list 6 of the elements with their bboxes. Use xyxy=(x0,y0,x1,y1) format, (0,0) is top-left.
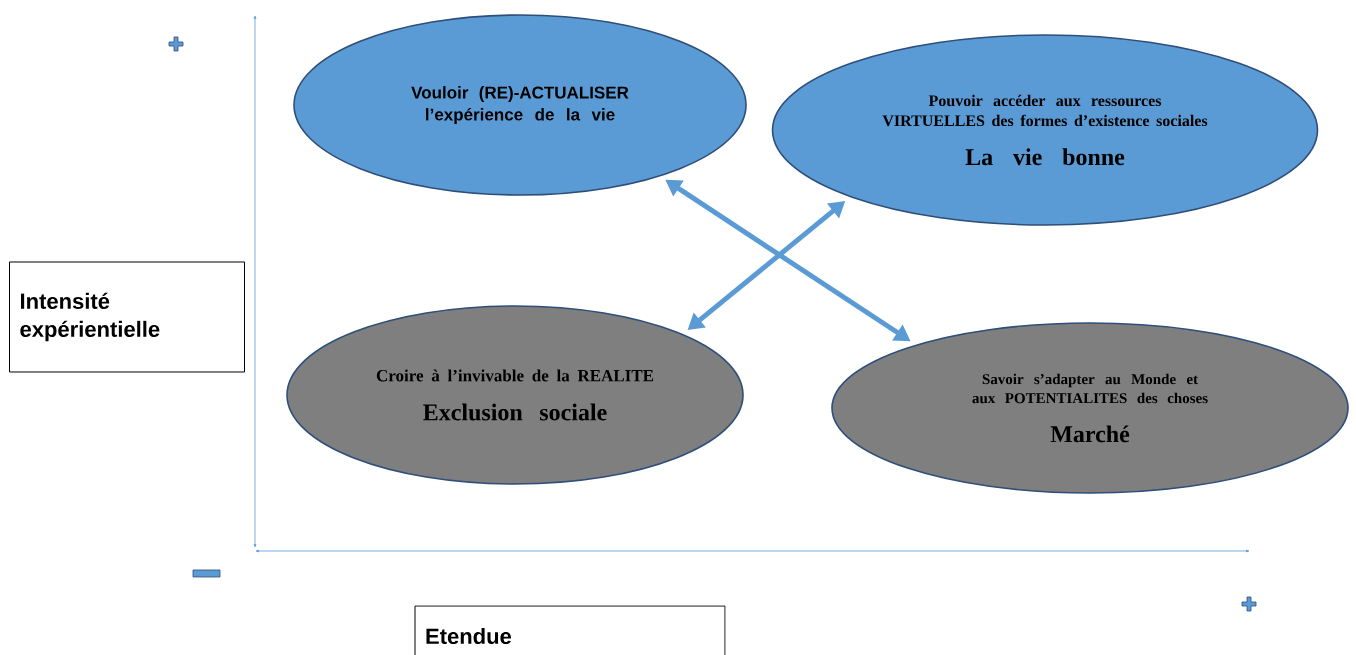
label-box: Intensité expérientielle xyxy=(9,261,245,373)
label-box: Etendue xyxy=(414,605,726,655)
ellipse-node: Pouvoir accéder aux ressources VIRTUELLES des formes d’existence sociales La vie bonne xyxy=(771,34,1319,226)
ellipse-node: Vouloir (RE)-ACTUALISER l’expérience de la vie xyxy=(293,14,747,196)
ellipse-node: Croire à l’invivable de la REALITE Exclusion sociale xyxy=(286,305,744,485)
ellipse-node: Savoir s’adapter au Monde et aux POTENTIALITES des choses Marché xyxy=(831,322,1349,494)
